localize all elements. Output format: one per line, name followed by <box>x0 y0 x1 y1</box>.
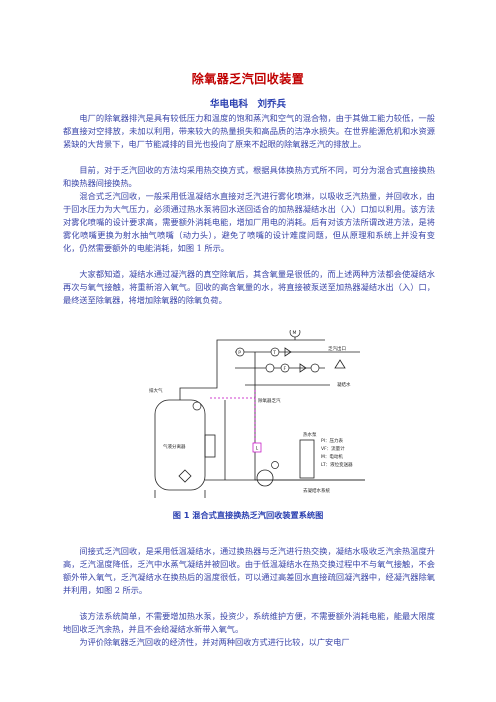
paper-author: 华电电科 刘乔兵 <box>209 99 286 110</box>
exhaust-pipe <box>179 339 325 400</box>
label-discharge: 排大气 <box>149 387 163 394</box>
paragraph-2: 目前，对于乏汽回收的方法均采用热交换方式，根据具体换热方式所不同，可分为混合式直… <box>63 165 435 188</box>
legend-3: M：电动机 <box>321 453 343 460</box>
label-vessel: 气液分离器 <box>163 443 186 450</box>
gauge-p-2 <box>265 363 275 373</box>
label-exhaust-top: 乏汽出口 <box>328 345 346 352</box>
gauge-p-4 <box>271 461 279 469</box>
paragraph-5: 间接式乏汽回收，是采用低温凝结水，通过换热器与乏汽进行热交换，凝结水吸收乏汽余热… <box>63 546 435 595</box>
paragraph-1: 电厂的除氧器排汽是具有较低压力和温度的饱和蒸汽和空气的混合物，由于其做工能力较低… <box>63 113 435 149</box>
paper-title: 除氧器乏汽回收装置 <box>191 72 305 86</box>
legend-1: PI：压力表 <box>321 437 344 444</box>
gauge-p-label: P <box>238 350 241 356</box>
valve-1 <box>178 469 192 483</box>
level-gauge-box <box>204 434 216 458</box>
paragraph-6: 该方法系统简单，不需要增加热水泵，投资少，系统维护方便，不需要额外消耗电能，能最… <box>63 611 435 634</box>
gauge-t-2 <box>310 363 320 373</box>
paragraph-7: 为评价除氧器乏汽回收的经济性，并对两种回收方式进行比较，以广安电厂 <box>79 637 350 647</box>
legend-2: VF：流量计 <box>321 445 345 452</box>
label-bottom: 去凝结水系统 <box>303 487 330 494</box>
level-transmitter <box>252 442 262 453</box>
gauge-p-3 <box>192 401 202 411</box>
gauge-l-label: L <box>256 446 259 452</box>
valve-4 <box>334 359 346 369</box>
paragraph-3: 混合式乏汽回收，一般采用低温凝结水直接对乏汽进行雾化喷淋，以吸收乏汽热量，并回收… <box>63 191 435 253</box>
figure-caption: 图 1 混合式直接换热乏汽回收装置系统图 <box>172 510 324 520</box>
level-tank <box>299 439 315 479</box>
system-diagram: M P T F L 乏汽出口 凝结水 排大气 气液分离器 除氧器乏汽 热水泵 去… <box>149 326 365 498</box>
valve-2 <box>284 347 292 357</box>
valve-3 <box>299 363 307 373</box>
gauge-p-1 <box>235 347 245 357</box>
gauge-t-1 <box>270 347 280 357</box>
legend-4: LT：液位变送器 <box>321 461 353 468</box>
motor-label: M <box>293 330 297 336</box>
system-diagram-figure: M P T F L 乏汽出口 凝结水 排大气 气液分离器 除氧器乏汽 热水泵 去… <box>125 326 385 505</box>
label-water-in: 凝结水 <box>337 381 351 388</box>
gauge-f-1 <box>280 363 290 373</box>
paragraph-4: 大家都知道，凝结水通过凝汽器的真空除氧后，其含氧量是很低的，而上述两种方法都会使… <box>63 269 435 305</box>
gauge-t-label: T <box>272 350 276 356</box>
gauge-f-label: F <box>284 366 287 372</box>
label-steam-line: 除氧器乏汽 <box>258 397 281 404</box>
hot-water-pump <box>256 469 274 487</box>
label-pump: 热水泵 <box>303 431 317 438</box>
